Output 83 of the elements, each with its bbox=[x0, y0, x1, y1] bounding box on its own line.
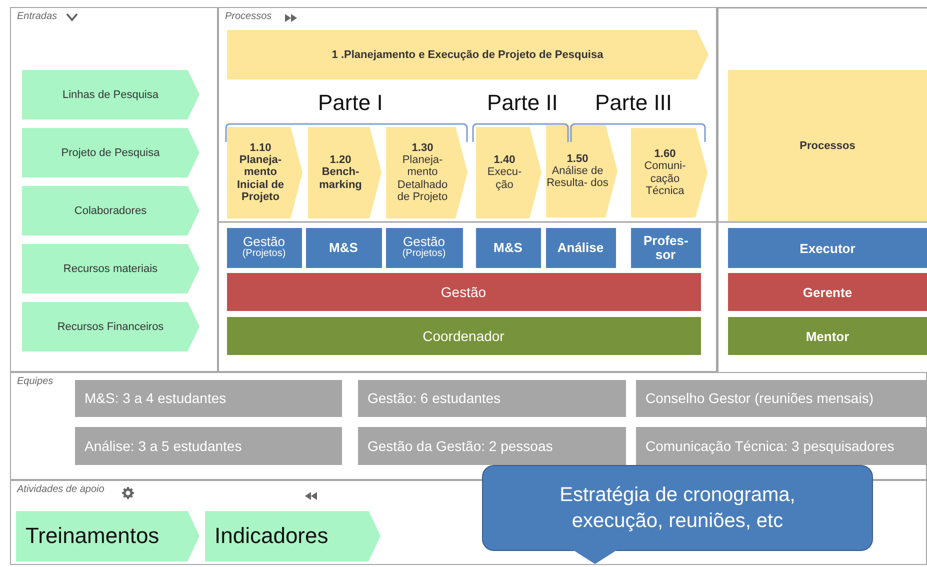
role-name: Profes- sor bbox=[644, 234, 688, 262]
panel-heading: Equipes bbox=[17, 376, 54, 387]
box-label: Processos bbox=[800, 140, 856, 152]
box-label: Linhas de Pesquisa bbox=[62, 88, 158, 100]
box-label: Mentor bbox=[806, 328, 850, 344]
box-label: Gestão da Gestão: 2 pessoas bbox=[368, 438, 553, 454]
role-name: Gestão bbox=[243, 235, 285, 250]
step-box bbox=[386, 126, 468, 218]
team-box bbox=[636, 426, 926, 464]
input-panel bbox=[10, 7, 218, 372]
part-label: Parte III bbox=[595, 90, 672, 116]
box-label: Comunicação Técnica: 3 pesquisadores bbox=[646, 438, 894, 454]
step-box bbox=[226, 126, 302, 218]
box-label: Gerente bbox=[802, 284, 852, 300]
step-number: 1.40 bbox=[492, 154, 516, 166]
box-label: Conselho Gestor (reuniões mensais) bbox=[646, 390, 874, 406]
box-label: Colaboradores bbox=[74, 204, 147, 216]
step-title: Planeja- mento Inicial de Projeto bbox=[236, 154, 286, 203]
box-label: Gestão: 6 estudantes bbox=[368, 390, 501, 406]
step-number: 1.20 bbox=[328, 154, 352, 166]
role-box bbox=[630, 228, 700, 268]
box-label: M&S: 3 a 4 estudantes bbox=[84, 390, 226, 406]
step-box bbox=[308, 126, 382, 218]
step-box bbox=[546, 124, 618, 218]
box-label: Recursos Financeiros bbox=[57, 320, 164, 332]
step-title: Planeja- mento Detalhado de Projeto bbox=[396, 154, 449, 203]
team-box bbox=[74, 380, 342, 416]
part-label: Parte I bbox=[318, 90, 383, 116]
step-number: 1.60 bbox=[653, 148, 677, 160]
role-name: M&S bbox=[494, 240, 522, 254]
role-bar bbox=[226, 316, 700, 354]
team-box bbox=[358, 380, 626, 416]
step-number: 1.10 bbox=[248, 142, 272, 154]
process-title-box bbox=[226, 30, 708, 80]
role-box bbox=[476, 228, 540, 268]
role-name: Análise bbox=[557, 240, 604, 254]
step-title: Bench- marking bbox=[318, 166, 363, 191]
role-name: M&S bbox=[329, 240, 358, 254]
box-label: Recursos materiais bbox=[63, 262, 158, 274]
panel-heading: Entradas bbox=[17, 11, 58, 22]
role-bar bbox=[728, 273, 927, 311]
input-box bbox=[22, 302, 200, 352]
input-box bbox=[22, 244, 200, 294]
team-box bbox=[74, 426, 342, 464]
step-box bbox=[476, 126, 542, 218]
step-box bbox=[630, 128, 708, 218]
step-title: Comuni- cação Técnica bbox=[643, 160, 687, 197]
support-label: Indicadores bbox=[214, 523, 328, 549]
role-name: Gestão bbox=[403, 235, 445, 250]
panel-heading: Processos bbox=[225, 11, 272, 22]
team-box bbox=[358, 426, 626, 464]
support-box bbox=[204, 510, 380, 562]
box-label: Executor bbox=[800, 240, 856, 256]
step-number: 1.30 bbox=[410, 142, 434, 154]
part-label: Parte II bbox=[487, 90, 558, 116]
team-panel bbox=[10, 372, 927, 480]
role-bar bbox=[226, 272, 700, 310]
step-title: Análise de Resulta- dos bbox=[546, 164, 610, 190]
box-label: Análise: 3 a 5 estudantes bbox=[84, 438, 242, 454]
box-label: Gestão bbox=[440, 284, 486, 300]
input-box bbox=[22, 128, 200, 178]
step-number: 1.50 bbox=[566, 152, 590, 165]
box-label: 1 .Planejamento e Execução de Projeto de Pesquisa bbox=[332, 48, 604, 60]
role-bar bbox=[728, 228, 927, 268]
process-box bbox=[728, 70, 927, 221]
role-box bbox=[226, 228, 302, 268]
input-box bbox=[22, 186, 200, 236]
role-box bbox=[546, 228, 616, 268]
role-box bbox=[386, 228, 462, 268]
support-box bbox=[16, 510, 200, 562]
role-bar bbox=[728, 317, 927, 355]
panel-heading: Atividades de apoio bbox=[17, 484, 104, 495]
step-title: Execu- ção bbox=[486, 166, 523, 191]
team-box bbox=[636, 380, 926, 416]
process-panel bbox=[218, 7, 717, 372]
support-label: Treinamentos bbox=[24, 523, 160, 549]
callout-text: Estratégia de cronograma, execução, reuniões, etc bbox=[558, 483, 796, 534]
box-label: Coordenador bbox=[422, 328, 504, 344]
role-box bbox=[306, 228, 382, 268]
role-note: (Projetos) bbox=[242, 249, 286, 260]
role-note: (Projetos) bbox=[402, 249, 446, 260]
input-box bbox=[22, 70, 200, 120]
box-label: Projeto de Pesquisa bbox=[61, 146, 160, 158]
